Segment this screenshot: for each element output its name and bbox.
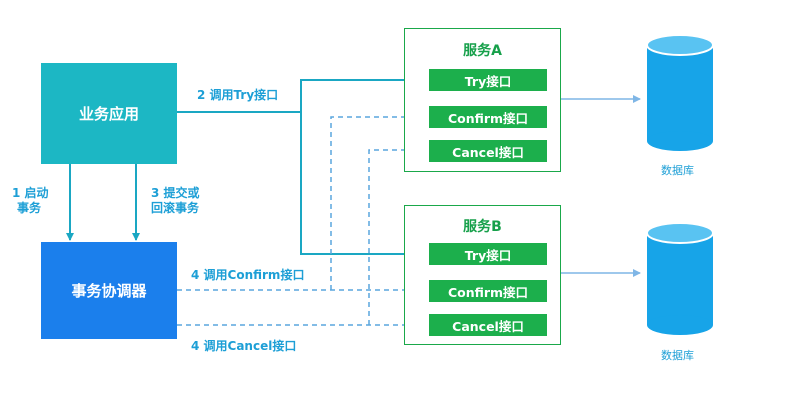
service-b-confirm-interface: Confirm接口	[429, 280, 547, 302]
call-confirm-label: 4 调用Confirm接口	[191, 268, 305, 282]
call-try-label: 2 调用Try接口	[197, 88, 279, 102]
service-a-box: 服务A Try接口 Confirm接口 Cancel接口	[404, 28, 561, 172]
commit-rollback-label-line1: 3 提交或	[151, 186, 200, 200]
service-b-try-interface: Try接口	[429, 243, 547, 265]
service-a-cancel-interface: Cancel接口	[429, 140, 547, 162]
call-cancel-label: 4 调用Cancel接口	[191, 339, 297, 353]
database-icon	[646, 34, 714, 151]
try-call-arrow-a	[177, 76, 428, 113]
confirm-call-arrow-a	[330, 113, 428, 290]
database-icon	[646, 222, 714, 335]
service-a-try-interface: Try接口	[429, 69, 547, 91]
start-transaction-label-line1: 1 启动	[12, 186, 49, 200]
commit-rollback-label-line2: 回滚事务	[151, 201, 200, 215]
database-a-label: 数据库	[661, 164, 694, 177]
cancel-call-arrow-a	[368, 146, 428, 325]
transaction-coordinator-node: 事务协调器	[41, 242, 177, 339]
service-a-title: 服务A	[463, 43, 502, 59]
database-b-label: 数据库	[661, 349, 694, 362]
business-app-node: 业务应用	[41, 63, 177, 164]
service-b-box: 服务B Try接口 Confirm接口 Cancel接口	[404, 205, 561, 345]
service-b-cancel-interface: Cancel接口	[429, 314, 547, 336]
try-call-arrow-b	[300, 112, 428, 258]
service-a-confirm-interface: Confirm接口	[429, 106, 547, 128]
start-transaction-label-line2: 事务	[17, 201, 42, 215]
service-b-title: 服务B	[463, 219, 502, 235]
